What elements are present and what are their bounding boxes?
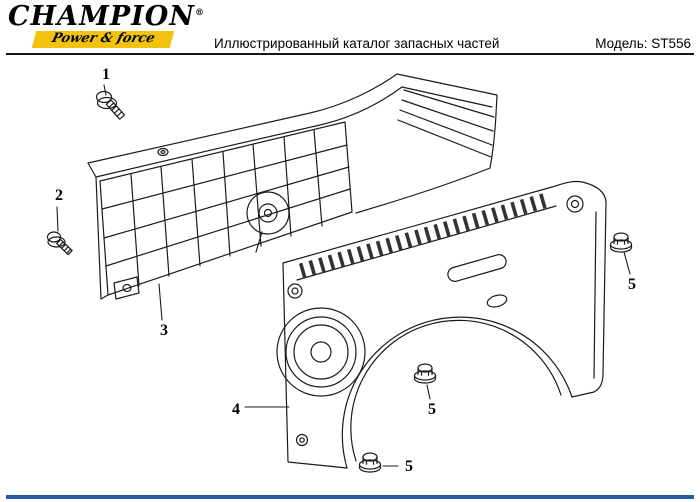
brand-name: CHAMPION®: [8, 1, 204, 32]
header-divider: [6, 53, 694, 55]
flange-nut-drawing-c: [358, 452, 382, 473]
brand-text: CHAMPION: [8, 1, 195, 32]
bolt-2-drawing: [46, 231, 73, 256]
flange-nut-drawing-b: [413, 363, 437, 384]
bolt-1-drawing: [95, 90, 126, 120]
model-label: Модель: ST556: [595, 36, 691, 51]
leader-lines: [56, 84, 631, 467]
part-callout-5b: 5: [428, 401, 436, 418]
registered-mark: ®: [194, 8, 204, 18]
catalog-title: Иллюстрированный каталог запасных частей: [214, 36, 500, 51]
belt-cover-drawing: [87, 73, 498, 300]
part-callout-5c: 5: [405, 458, 413, 475]
part-callout-3: 3: [160, 322, 168, 339]
footer-divider: [6, 495, 694, 499]
flange-nut-drawing-a: [609, 232, 633, 253]
part-callout-5a: 5: [628, 276, 636, 293]
side-panel-drawing: [276, 180, 607, 469]
part-callout-2: 2: [55, 187, 63, 204]
brand-logo: CHAMPION® Power & force: [8, 1, 204, 49]
part-callout-4: 4: [232, 401, 240, 418]
part-callout-1: 1: [102, 66, 110, 83]
